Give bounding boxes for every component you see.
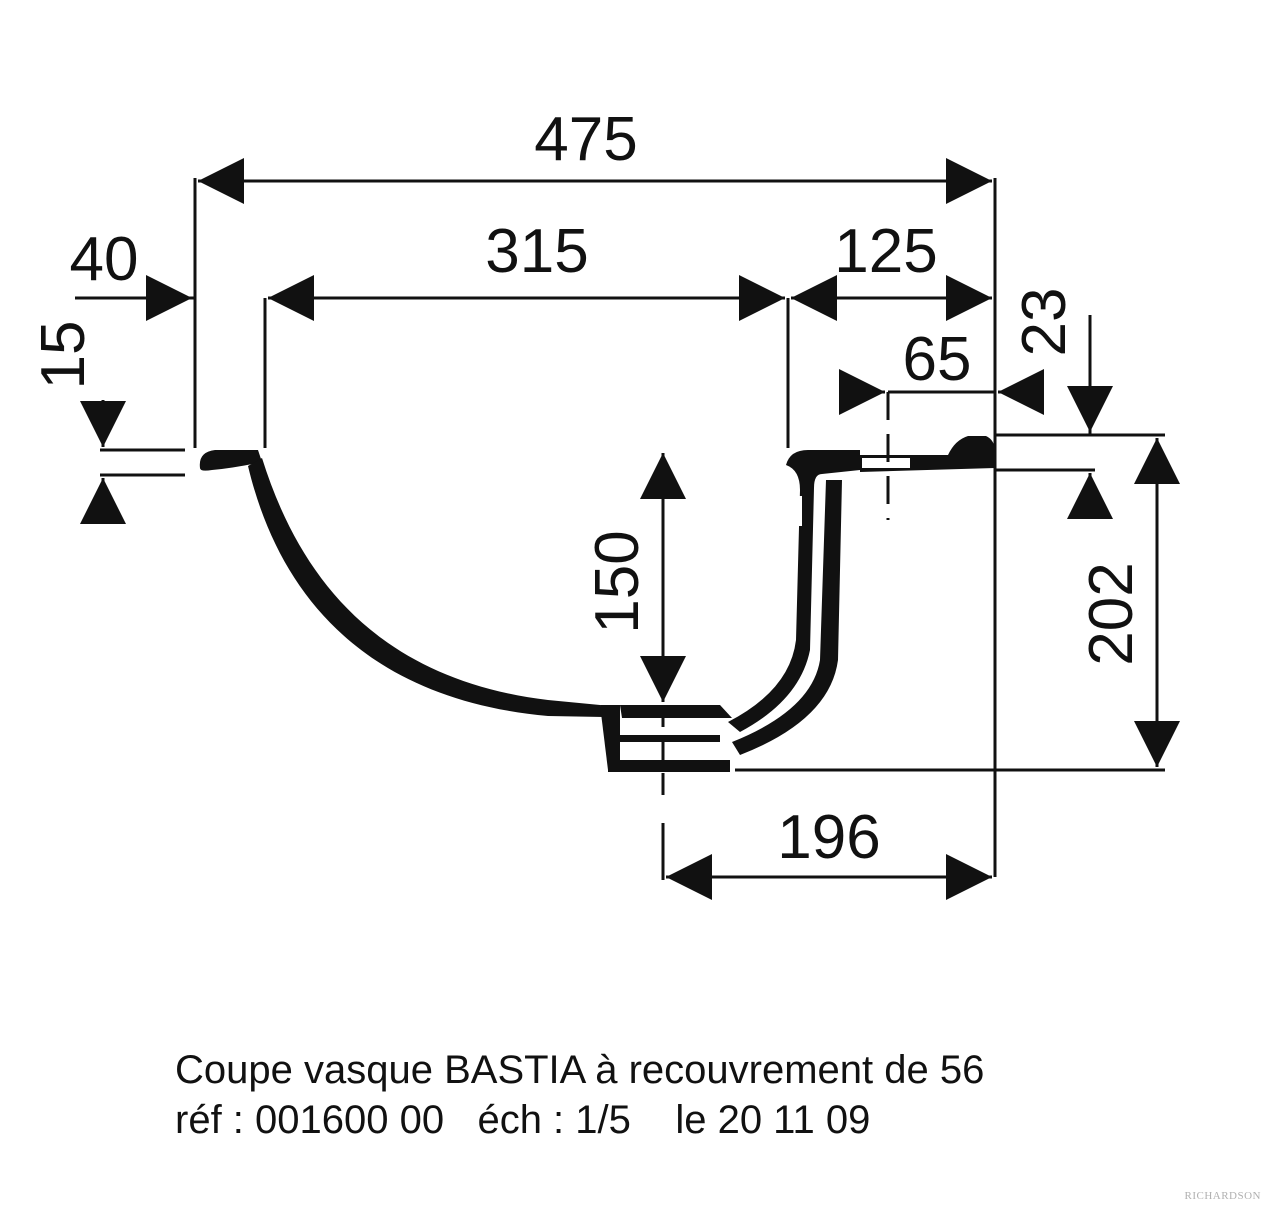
extension-lines	[75, 178, 1165, 880]
brand-watermark: RICHARDSON	[1184, 1190, 1261, 1202]
caption-reference: réf : 001600 00 éch : 1/5 le 20 11 09	[175, 1098, 871, 1142]
dim-65-text: 65	[903, 325, 972, 394]
dim-23-text: 23	[1010, 288, 1079, 357]
caption-title: Coupe vasque BASTIA à recouvrement de 56	[175, 1048, 985, 1092]
dim-15-text: 15	[29, 321, 98, 390]
center-lines	[661, 390, 995, 800]
dim-150-text: 150	[583, 530, 652, 633]
basin-profile	[199, 436, 995, 772]
dim-202-text: 202	[1077, 562, 1146, 665]
dim-315-text: 315	[485, 217, 588, 286]
dim-196-text: 196	[777, 803, 880, 872]
dim-40-text: 40	[70, 225, 139, 294]
dim-475-text: 475	[534, 105, 637, 174]
dim-125-text: 125	[834, 217, 937, 286]
dimension-lines	[80, 158, 1180, 900]
